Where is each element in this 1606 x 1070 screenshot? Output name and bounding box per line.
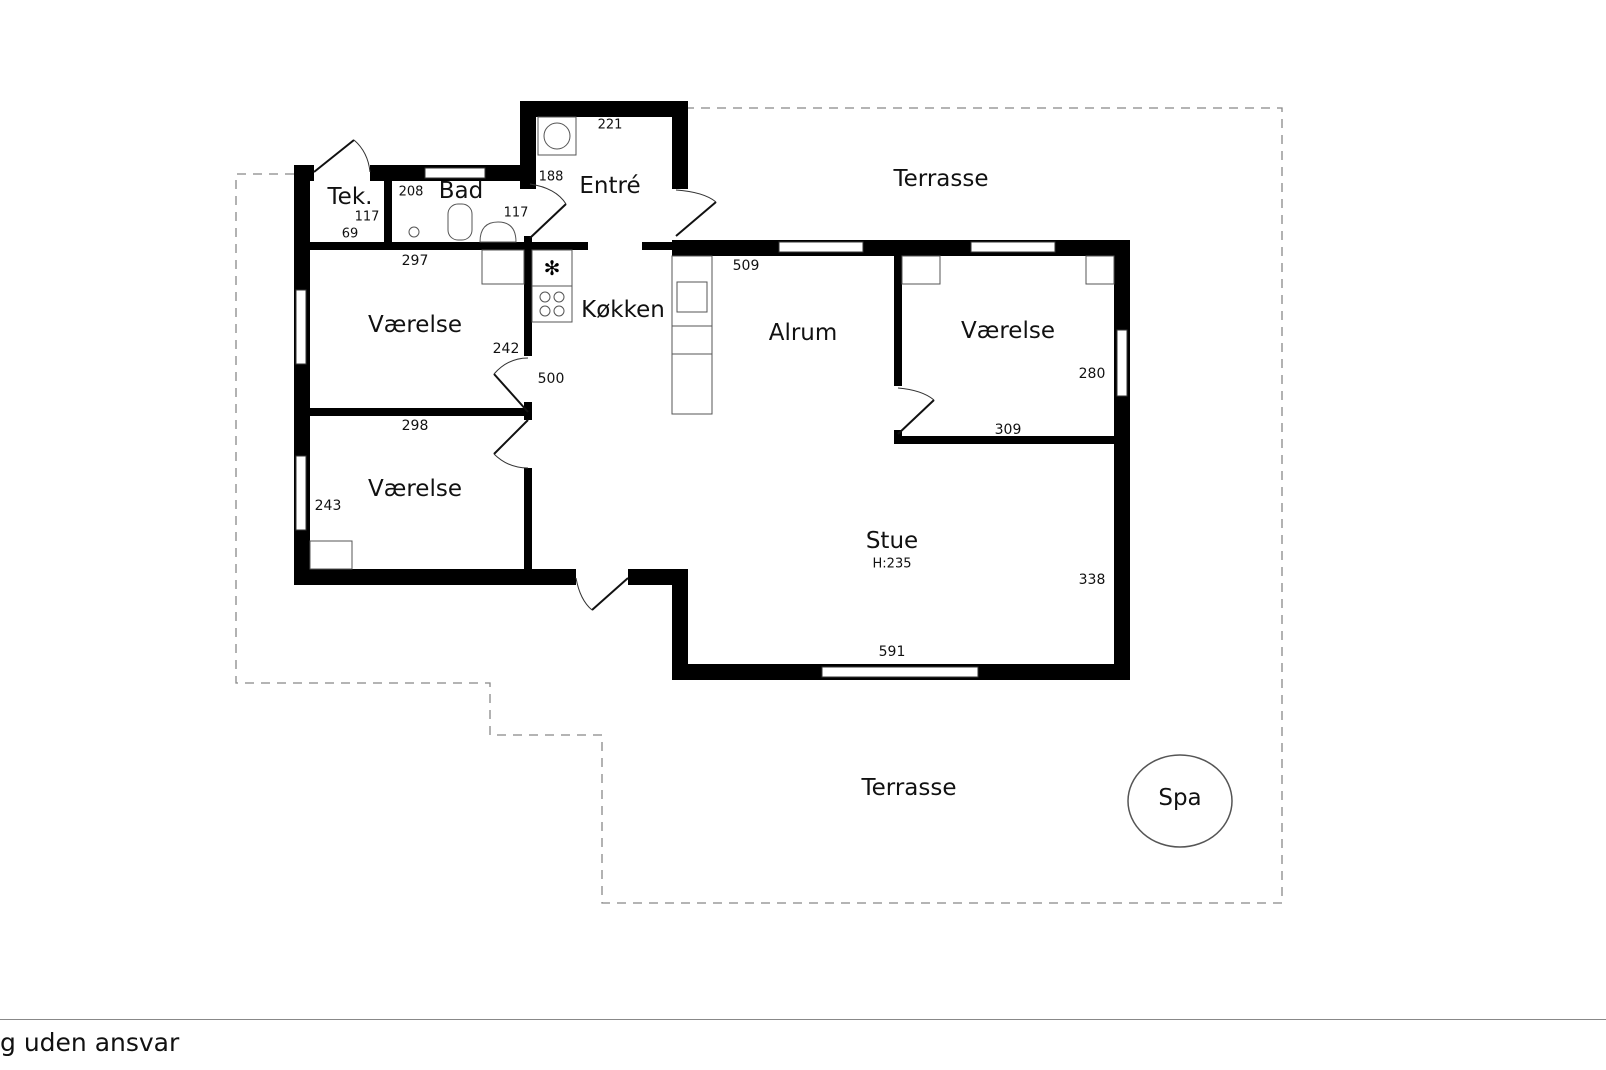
freezer-icon [531, 249, 573, 287]
room-label-tek: Tek. [327, 184, 373, 210]
room-label-vaerelse-2: Værelse [368, 476, 462, 502]
room-label-terrasse-top: Terrasse [893, 166, 989, 192]
doors [313, 139, 935, 611]
dim-entre-1: 221 [597, 117, 623, 133]
dim-vaerelse-2-b: 243 [314, 498, 342, 514]
footer-divider [0, 1019, 1606, 1020]
kitchen-sink-icon [676, 281, 708, 313]
room-label-kokken: Køkken [581, 297, 665, 323]
room-label-entre: Entré [579, 173, 641, 199]
dim-alrum-2: 500 [537, 371, 565, 387]
windows [295, 167, 1128, 678]
room-height-stue: H:235 [872, 556, 912, 572]
dim-tek-2: 69 [341, 226, 359, 242]
dim-entre-2: 188 [538, 169, 564, 185]
dim-vaerelse-3-a: 280 [1078, 366, 1106, 382]
fixtures: ✻ [309, 116, 1115, 570]
dim-alrum-1: 509 [732, 258, 760, 274]
sink-icon [479, 221, 517, 243]
dim-vaerelse-3-b: 309 [994, 422, 1022, 438]
room-label-terrasse-bottom: Terrasse [861, 775, 957, 801]
svg-text:✻: ✻ [544, 256, 561, 280]
dim-tek-1: 117 [354, 209, 380, 225]
room-label-spa: Spa [1158, 785, 1202, 811]
dim-stue-1: 338 [1078, 572, 1106, 588]
dishwasher-icon [671, 325, 713, 355]
room-label-stue: Stue [865, 528, 919, 554]
dim-bad-2: 117 [503, 205, 529, 221]
dim-vaerelse-1-b: 242 [492, 341, 520, 357]
room-label-vaerelse-3: Værelse [961, 318, 1055, 344]
room-label-vaerelse-1: Værelse [368, 312, 462, 338]
dim-vaerelse-1-a: 297 [401, 253, 429, 269]
room-label-bad: Bad [438, 178, 484, 204]
terrace-boundary-left [235, 107, 1283, 904]
dim-vaerelse-2-a: 298 [401, 418, 429, 434]
toilet-icon [447, 203, 473, 241]
room-label-alrum: Alrum [768, 320, 838, 346]
dim-stue-2: 591 [878, 644, 906, 660]
spa-shape [1127, 754, 1233, 848]
stove-icon [531, 285, 573, 323]
floor-drain-icon [408, 226, 420, 238]
dim-bad-1: 208 [398, 184, 424, 200]
footer-disclaimer: g uden ansvar [0, 1028, 180, 1057]
